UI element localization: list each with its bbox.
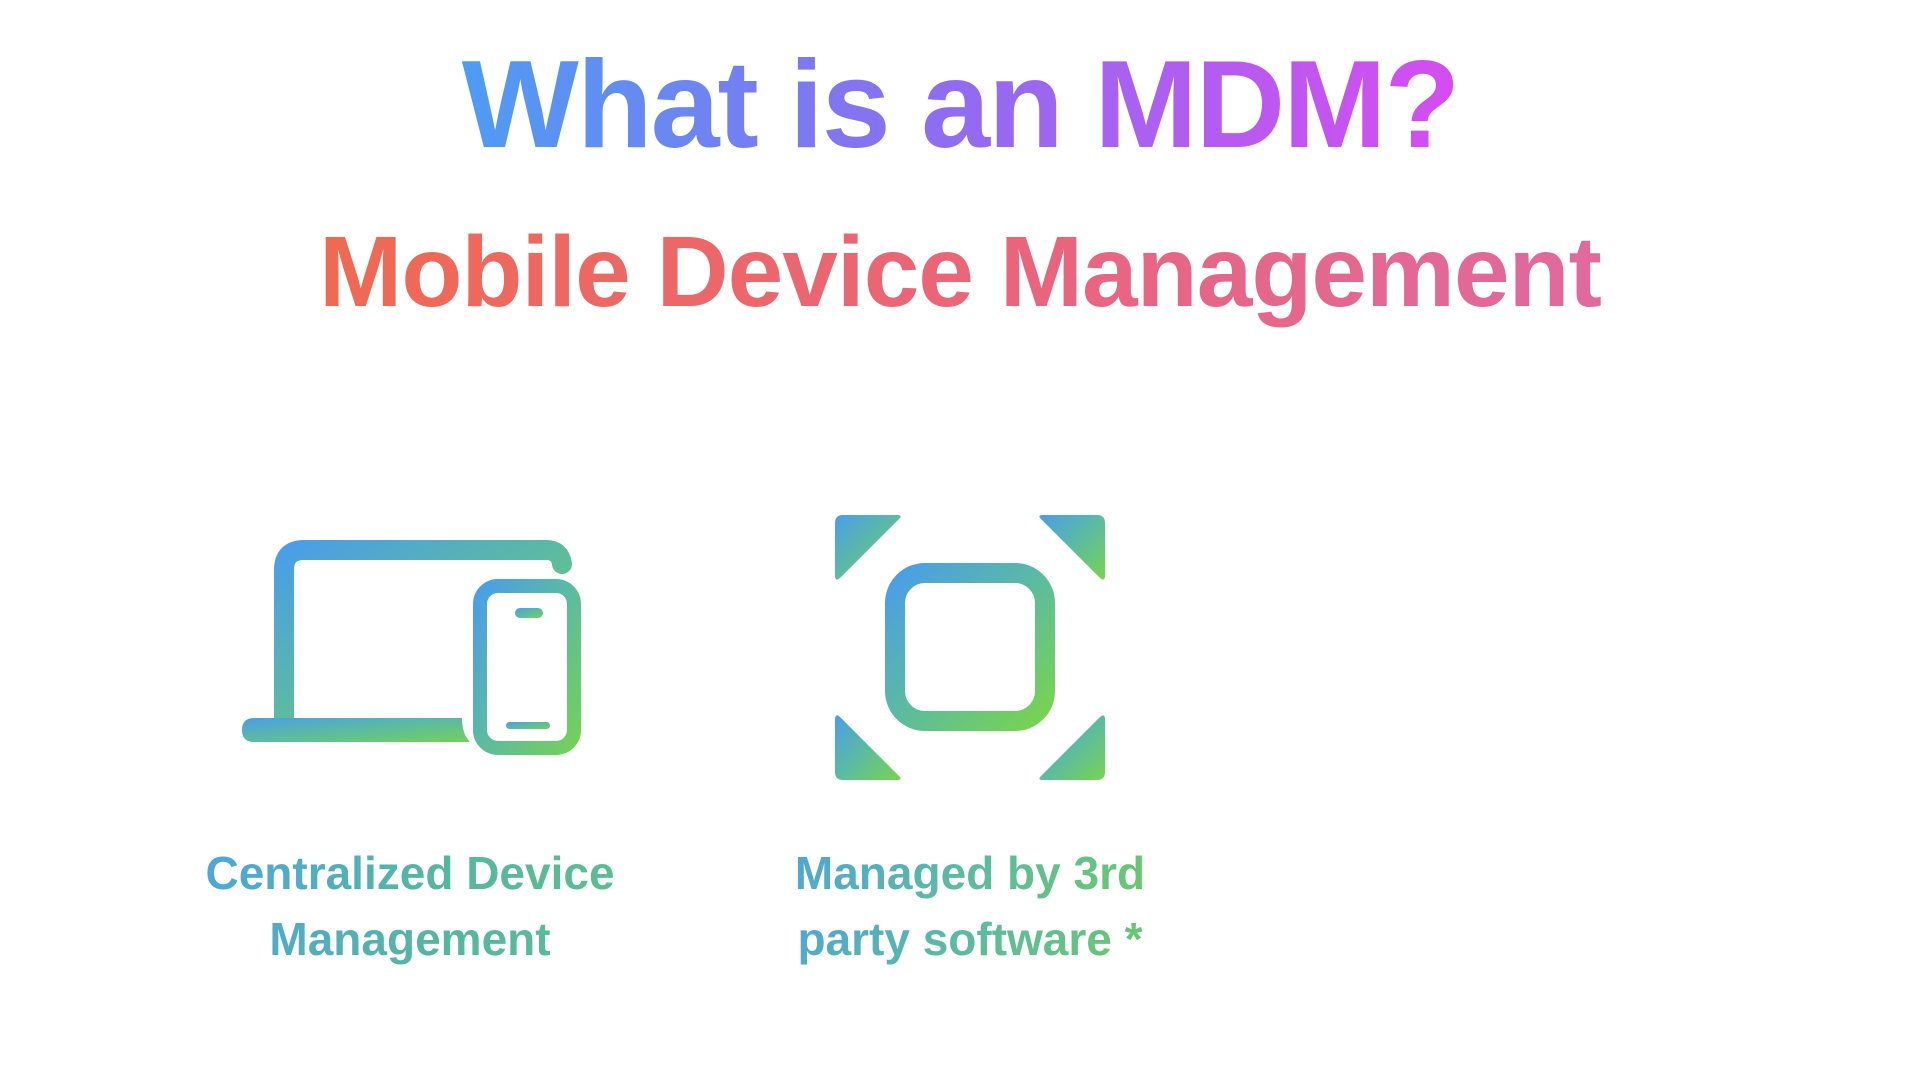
slide-subtitle-text: Mobile Device Management bbox=[319, 216, 1602, 328]
slide-title: What is an MDM? bbox=[0, 30, 1920, 180]
feature-caption-line: party software * bbox=[740, 906, 1200, 972]
slide-subtitle: Mobile Device Management bbox=[0, 212, 1920, 332]
feature-caption-centralized: Centralized Device Management bbox=[150, 840, 670, 972]
laptop-and-phone-icon bbox=[242, 540, 581, 755]
feature-caption-line: Centralized Device bbox=[150, 840, 670, 906]
focus-frame-icon bbox=[835, 515, 1105, 780]
feature-caption-line: Managed by 3rd bbox=[740, 840, 1200, 906]
slide-title-text: What is an MDM? bbox=[461, 36, 1460, 174]
feature-caption-line: Management bbox=[150, 906, 670, 972]
feature-caption-third-party: Managed by 3rd party software * bbox=[740, 840, 1200, 972]
